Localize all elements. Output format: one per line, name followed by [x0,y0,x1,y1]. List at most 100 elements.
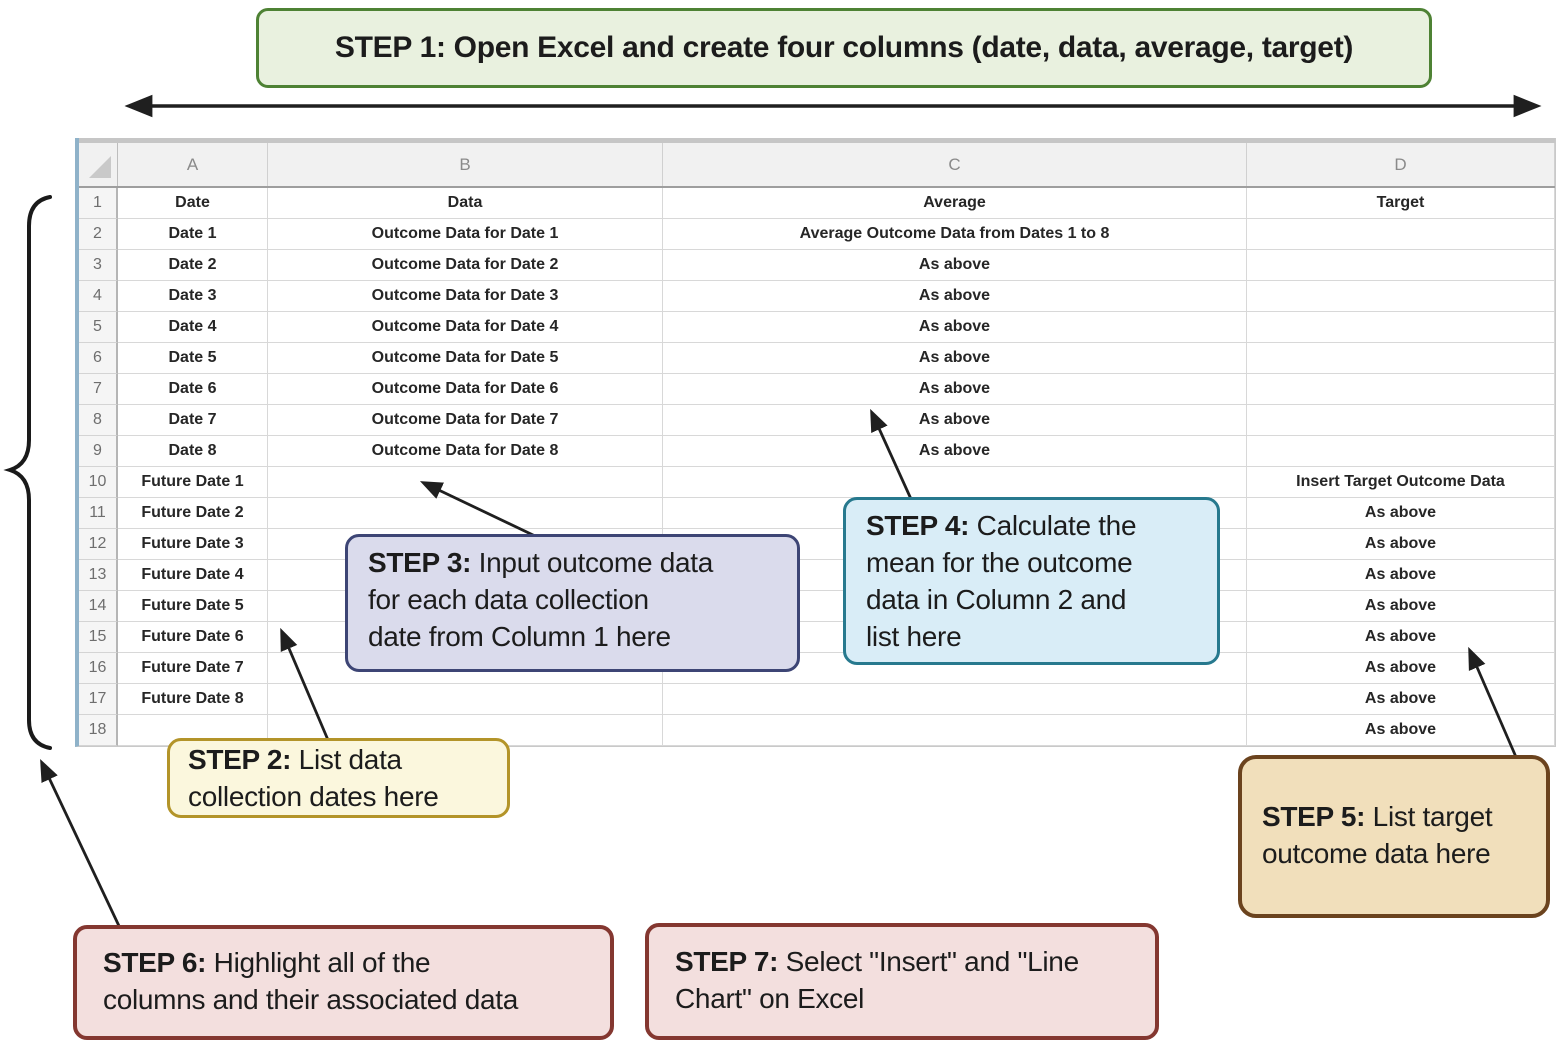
cell-A16[interactable]: Future Date 7 [118,653,268,684]
row-header-10[interactable]: 10 [79,467,118,498]
cell-D12[interactable]: As above [1247,529,1555,560]
cell-C10[interactable] [663,467,1247,498]
cell-B1[interactable]: Data [268,188,663,219]
step7-prefix: STEP 7: [675,946,779,977]
column-header-B[interactable]: B [268,143,663,186]
cell-D13[interactable]: As above [1247,560,1555,591]
cell-D3[interactable] [1247,250,1555,281]
cell-B2[interactable]: Outcome Data for Date 1 [268,219,663,250]
cell-A15[interactable]: Future Date 6 [118,622,268,653]
cell-C4[interactable]: As above [663,281,1247,312]
cell-D17[interactable]: As above [1247,684,1555,715]
row-header-8[interactable]: 8 [79,405,118,436]
cell-A1[interactable]: Date [118,188,268,219]
cell-A4[interactable]: Date 3 [118,281,268,312]
cell-D1[interactable]: Target [1247,188,1555,219]
cell-C16[interactable] [663,653,1247,684]
cell-A17[interactable]: Future Date 8 [118,684,268,715]
select-all-corner[interactable] [79,143,118,186]
row-header-2[interactable]: 2 [79,219,118,250]
cell-D14[interactable]: As above [1247,591,1555,622]
cell-A12[interactable]: Future Date 3 [118,529,268,560]
step3-text: Input outcome data for each data collect… [368,547,714,652]
cell-A2[interactable]: Date 1 [118,219,268,250]
row-header-16[interactable]: 16 [79,653,118,684]
cell-C7[interactable]: As above [663,374,1247,405]
cell-C3[interactable]: As above [663,250,1247,281]
cell-A9[interactable]: Date 8 [118,436,268,467]
cell-A6[interactable]: Date 5 [118,343,268,374]
cell-B9[interactable]: Outcome Data for Date 8 [268,436,663,467]
row-header-4[interactable]: 4 [79,281,118,312]
cell-D2[interactable] [1247,219,1555,250]
row-header-7[interactable]: 7 [79,374,118,405]
cell-C8[interactable]: As above [663,405,1247,436]
cell-C6[interactable]: As above [663,343,1247,374]
row-header-13[interactable]: 13 [79,560,118,591]
column-header-A[interactable]: A [118,143,268,186]
cell-D7[interactable] [1247,374,1555,405]
step6-prefix: STEP 6: [103,947,207,978]
cell-B3[interactable]: Outcome Data for Date 2 [268,250,663,281]
row-header-14[interactable]: 14 [79,591,118,622]
step6-text: Highlight all of the columns and their a… [103,947,519,1015]
row-header-5[interactable]: 5 [79,312,118,343]
row-header-11[interactable]: 11 [79,498,118,529]
cell-B8[interactable]: Outcome Data for Date 7 [268,405,663,436]
cell-C1[interactable]: Average [663,188,1247,219]
step2-prefix: STEP 2: [188,744,292,775]
cell-C18[interactable] [663,715,1247,746]
cell-D15[interactable]: As above [1247,622,1555,653]
row-header-17[interactable]: 17 [79,684,118,715]
row-header-3[interactable]: 3 [79,250,118,281]
cell-C2[interactable]: Average Outcome Data from Dates 1 to 8 [663,219,1247,250]
cell-D16[interactable]: As above [1247,653,1555,684]
row-header-18[interactable]: 18 [79,715,118,746]
cell-A14[interactable]: Future Date 5 [118,591,268,622]
cell-C9[interactable]: As above [663,436,1247,467]
cell-D6[interactable] [1247,343,1555,374]
cell-B5[interactable]: Outcome Data for Date 4 [268,312,663,343]
cell-D4[interactable] [1247,281,1555,312]
cell-B17[interactable] [268,684,663,715]
cell-A10[interactable]: Future Date 1 [118,467,268,498]
cell-A5[interactable]: Date 4 [118,312,268,343]
column-header-D[interactable]: D [1247,143,1555,186]
cell-B7[interactable]: Outcome Data for Date 6 [268,374,663,405]
cell-D5[interactable] [1247,312,1555,343]
cell-D10[interactable]: Insert Target Outcome Data [1247,467,1555,498]
cell-B6[interactable]: Outcome Data for Date 5 [268,343,663,374]
row-header-15[interactable]: 15 [79,622,118,653]
row-header-6[interactable]: 6 [79,343,118,374]
cell-D9[interactable] [1247,436,1555,467]
cell-A3[interactable]: Date 2 [118,250,268,281]
cell-A7[interactable]: Date 6 [118,374,268,405]
cell-A11[interactable]: Future Date 2 [118,498,268,529]
cell-C17[interactable] [663,684,1247,715]
row-header-9[interactable]: 9 [79,436,118,467]
rows-span-left-brace [3,195,52,750]
row-header-12[interactable]: 12 [79,529,118,560]
cell-D18[interactable]: As above [1247,715,1555,746]
cell-B11[interactable] [268,498,663,529]
cell-C5[interactable]: As above [663,312,1247,343]
cell-D8[interactable] [1247,405,1555,436]
cell-A13[interactable]: Future Date 4 [118,560,268,591]
cell-B4[interactable]: Outcome Data for Date 3 [268,281,663,312]
row-header-1[interactable]: 1 [79,188,118,219]
column-header-C[interactable]: C [663,143,1247,186]
cell-B10[interactable] [268,467,663,498]
cell-A8[interactable]: Date 7 [118,405,268,436]
cell-D11[interactable]: As above [1247,498,1555,529]
